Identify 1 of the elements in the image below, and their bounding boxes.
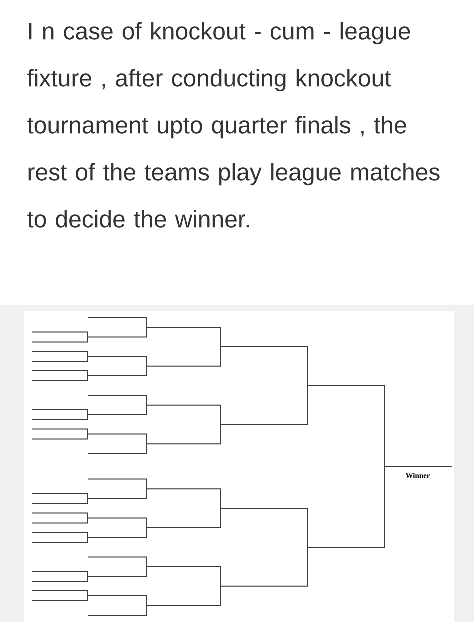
paragraph: I n case of knockout - cum - league fixture , after conducting knockout tournament upto quarter finals , the rest of the teams play league matches to decide the winner. [28,22,440,228]
